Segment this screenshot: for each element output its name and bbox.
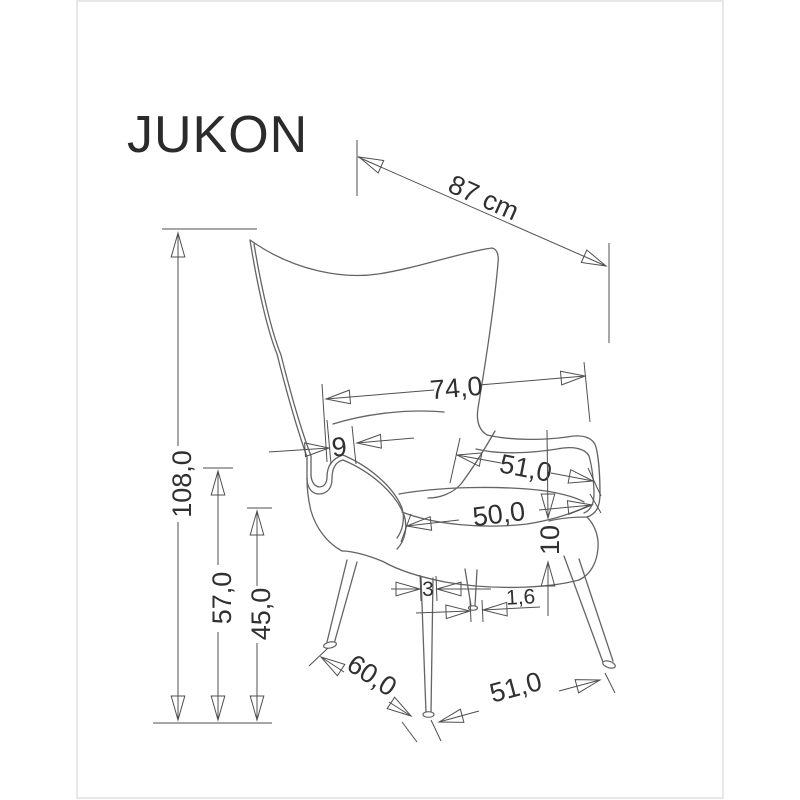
- dimension-arrowhead: [210, 469, 226, 496]
- dimension-arrowhead: [435, 581, 462, 597]
- dim-cushion-height-label: 10: [535, 525, 565, 555]
- dimension-arrowhead: [249, 509, 265, 536]
- dimension-arrowhead: [249, 695, 265, 722]
- chair-front-left-foot: [323, 641, 337, 649]
- dimension-lines: 87 cm 74,0 9 51,0 50,0 10: [153, 140, 616, 743]
- dimension-arrowhead: [386, 696, 413, 718]
- dimension-line: [415, 606, 541, 614]
- dim-seat-width: 50,0: [400, 493, 602, 543]
- dimension-line: [268, 437, 415, 453]
- chair-seat-back-seam: [398, 486, 585, 503]
- dim-leg-foot-width-label: 1,6: [505, 585, 535, 609]
- extension-line: [326, 419, 357, 465]
- dimension-arrowhead: [357, 156, 385, 174]
- chair-backrest-seat-curve: [427, 430, 496, 499]
- dimension-arrowhead: [405, 515, 433, 531]
- chair-front-center-foot: [422, 711, 435, 718]
- chair-right-wing-top: [486, 434, 568, 441]
- dim-seat-width-label: 50,0: [471, 496, 527, 532]
- dimension-arrowhead: [566, 500, 594, 516]
- dimension-line: [357, 156, 607, 267]
- dimension-arrowhead: [580, 249, 608, 267]
- chair-right-foot: [602, 660, 616, 669]
- chair-base-left: [306, 477, 343, 552]
- extension-line: [419, 574, 438, 602]
- chair-right-arm-bottom-seam: [548, 516, 588, 522]
- dim-wing-side-label: 9: [330, 431, 348, 462]
- dimension-arrowhead: [324, 389, 352, 405]
- chair-backrest-top: [249, 239, 499, 436]
- chair-base-right: [578, 516, 599, 581]
- product-title: JUKON: [127, 106, 308, 164]
- dim-backrest-width: 74,0: [321, 361, 591, 463]
- extension-line: [308, 647, 418, 743]
- dimension-arrowhead: [304, 442, 331, 458]
- dimension-arrowhead: [559, 370, 587, 386]
- dimension-line: [546, 429, 549, 616]
- dim-overall-height: 108,0: [162, 228, 257, 720]
- chair-lumbar-seam: [332, 410, 445, 425]
- chair-backrest-left-piping: [253, 243, 312, 475]
- extension-line: [430, 672, 616, 742]
- chair-right-leg: [563, 555, 614, 666]
- dimension-arrowhead: [445, 604, 472, 620]
- dimension-arrowhead: [170, 695, 186, 722]
- dim-seat-height: 45,0: [246, 507, 276, 720]
- chair-left-arm-inner: [342, 454, 404, 539]
- chair-base-bottom: [341, 550, 580, 589]
- chair-right-arm-outer: [566, 435, 601, 518]
- dimension-arrowhead: [481, 601, 508, 617]
- dimension-arrowhead: [210, 695, 226, 722]
- chair-backrest-left-edge: [249, 239, 308, 479]
- dimension-arrowhead: [540, 493, 556, 520]
- dimension-line: [320, 656, 412, 717]
- chair-left-arm-outer: [342, 459, 407, 550]
- dimension-arrowhead: [437, 708, 465, 723]
- extension-line: [356, 140, 610, 343]
- extension-line: [400, 493, 602, 543]
- dimension-arrowhead: [455, 452, 483, 468]
- dim-leg-foot-width: 1,6: [415, 585, 541, 623]
- chair-right-arm-inner: [583, 455, 595, 514]
- dim-armrest-height: 57,0: [203, 467, 237, 720]
- extension-line: [449, 437, 602, 497]
- dim-cushion-height: 10: [535, 429, 565, 616]
- dim-overall-height-label: 108,0: [167, 450, 197, 518]
- dimension-arrowhead: [170, 231, 186, 258]
- dimension-line: [456, 454, 594, 482]
- extension-line: [469, 598, 484, 623]
- chair-wing-curl-outer: [306, 459, 344, 495]
- chair-front-left-leg: [326, 559, 358, 645]
- dim-backrest-width-label: 74,0: [429, 371, 484, 405]
- dimension-arrowhead: [395, 581, 422, 597]
- dim-seat-height-label: 45,0: [246, 588, 276, 641]
- dimension-line: [325, 375, 586, 400]
- dimension-arrowhead: [567, 468, 595, 484]
- dimension-arrowhead: [574, 679, 602, 694]
- dim-armrest-height-label: 57,0: [207, 572, 237, 625]
- chair-right-wing-lower: [475, 447, 590, 457]
- dimension-line: [438, 679, 601, 723]
- dimension-arrowhead: [540, 560, 556, 587]
- dim-leg-top-width-label: 3: [422, 578, 434, 601]
- dimension-arrowhead: [319, 655, 346, 677]
- chair-front-center-leg: [420, 576, 434, 714]
- dimension-arrowheads: [170, 156, 608, 723]
- chair-outline: [249, 239, 616, 718]
- dimension-arrowhead: [355, 433, 382, 449]
- dim-wing-side: 9: [268, 419, 415, 465]
